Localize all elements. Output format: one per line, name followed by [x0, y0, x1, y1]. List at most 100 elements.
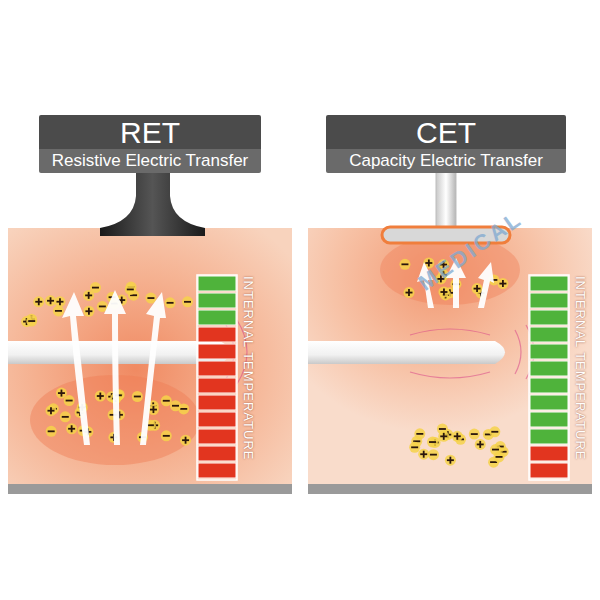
temperature-cell	[530, 378, 568, 393]
charge-sign	[185, 437, 187, 444]
charge-sign	[491, 431, 498, 433]
temperature-bar	[197, 275, 237, 480]
temperature-cell	[530, 463, 568, 478]
charge-sign	[88, 292, 90, 299]
charge-halo	[83, 306, 94, 317]
charge-halo	[90, 282, 101, 293]
charge-sign	[476, 285, 478, 292]
temperature-cell	[198, 378, 236, 393]
charge-halo	[33, 296, 44, 307]
charge-halo	[53, 305, 64, 316]
charge-sign	[59, 298, 61, 305]
bone	[308, 341, 505, 364]
charge-sign	[92, 287, 99, 289]
temperature-cell	[198, 327, 236, 342]
temperature-cell	[198, 310, 236, 325]
charge-sign	[99, 306, 106, 308]
temperature-cell	[530, 429, 568, 444]
charge-halo	[414, 428, 425, 439]
temperature-cell	[198, 429, 236, 444]
base-strip	[8, 484, 292, 494]
charge-sign	[62, 416, 69, 418]
temperature-cell	[530, 293, 568, 308]
charge-sign	[401, 263, 408, 265]
temperature-cell	[198, 293, 236, 308]
charge-sign	[61, 390, 63, 397]
charge-sign	[99, 393, 101, 400]
cet-stem	[436, 172, 456, 228]
field-lines	[215, 320, 534, 384]
charge-sign	[479, 441, 481, 448]
charge-halo	[182, 296, 193, 307]
header-subtitle: Resistive Electric Transfer	[39, 149, 261, 173]
header-title: CET	[326, 115, 566, 149]
temperature-frame	[529, 275, 569, 480]
charge-halo	[180, 435, 191, 446]
charge-sign	[147, 297, 154, 299]
charge-halo	[46, 426, 57, 437]
axis-label: INTERNAL TEMPERATURE	[241, 276, 256, 460]
temperature-cell	[530, 412, 568, 427]
header-subtitle: Capacity Electric Transfer	[326, 149, 566, 173]
charge-halo	[95, 391, 106, 402]
charge-sign	[48, 430, 55, 432]
temperature-cell	[530, 276, 568, 291]
temperature-bar	[529, 275, 569, 480]
temperature-cell	[198, 412, 236, 427]
charge-sign	[88, 308, 90, 315]
charge-sign	[429, 441, 436, 443]
tissue-block	[8, 228, 292, 484]
charge-halo	[445, 455, 456, 466]
charge-sign	[50, 407, 52, 414]
charge-halo	[64, 395, 75, 406]
charge-sign	[163, 400, 170, 402]
temperature-cell	[198, 361, 236, 376]
charge-sign	[172, 405, 179, 407]
charge-sign	[439, 428, 446, 430]
temperature-cell	[530, 446, 568, 461]
charge-halo	[60, 411, 71, 422]
charge-halo	[132, 391, 143, 402]
charge-halo	[45, 295, 56, 306]
charge-halo	[452, 431, 463, 442]
temperature-cell	[198, 395, 236, 410]
charge-sign	[127, 289, 134, 291]
charge-halo	[399, 259, 410, 270]
charge-halo	[125, 284, 136, 295]
charge-sign	[50, 297, 52, 304]
header-box: CETCapacity Electric Transfer	[326, 115, 566, 173]
charge-sign	[121, 297, 123, 304]
charge-sign	[28, 320, 35, 322]
charge-sign	[153, 406, 155, 413]
charge-sign	[449, 457, 451, 464]
base-strip	[308, 484, 592, 494]
temperature-cell	[198, 463, 236, 478]
charge-halo	[145, 293, 156, 304]
temperature-cell	[530, 344, 568, 359]
temperature-cell	[530, 310, 568, 325]
temperature-cell	[530, 361, 568, 376]
charge-halo	[161, 395, 172, 406]
axis-label: INTERNAL TEMPERATURE	[573, 276, 588, 460]
header-title: RET	[39, 115, 261, 149]
charge-sign	[471, 433, 478, 435]
charge-sign	[180, 408, 187, 410]
charge-sign	[71, 425, 73, 432]
charge-sign	[443, 433, 445, 440]
charge-sign	[430, 454, 437, 456]
charge-halo	[66, 423, 77, 434]
charge-sign	[492, 449, 499, 451]
temperature-cell	[198, 446, 236, 461]
ret-electrode	[100, 172, 205, 236]
charge-sign	[66, 400, 73, 402]
temperature-cell	[198, 344, 236, 359]
charge-halo	[428, 449, 439, 460]
charge-halo	[165, 297, 176, 308]
charge-sign	[167, 302, 174, 304]
charge-sign	[408, 289, 410, 296]
charge-halo	[489, 426, 500, 437]
charge-halo	[475, 439, 486, 450]
charge-sign	[411, 446, 418, 448]
